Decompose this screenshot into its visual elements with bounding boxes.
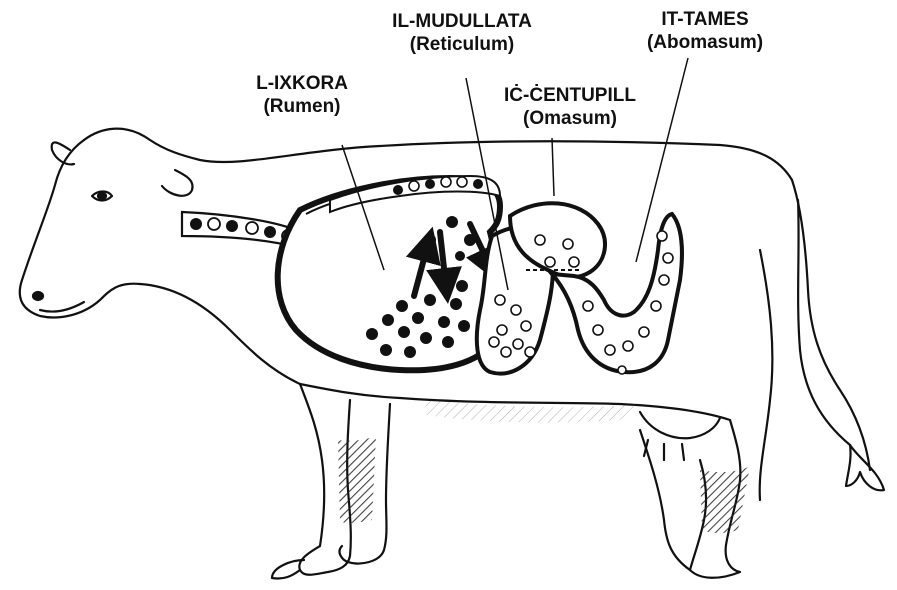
label-abomasum-latin: (Abomasum) xyxy=(647,31,763,54)
label-abomasum-name: IT-TAMES xyxy=(647,8,763,31)
label-omasum: IĊ-ĊENTUPILL (Omasum) xyxy=(504,84,636,130)
label-abomasum: IT-TAMES (Abomasum) xyxy=(647,8,763,54)
label-reticulum-latin: (Reticulum) xyxy=(392,33,532,56)
label-rumen-name: L-IXKORA xyxy=(256,72,348,95)
label-rumen: L-IXKORA (Rumen) xyxy=(256,72,348,118)
label-reticulum-name: IL-MUDULLATA xyxy=(392,10,532,33)
label-rumen-latin: (Rumen) xyxy=(256,95,348,118)
label-omasum-latin: (Omasum) xyxy=(504,107,636,130)
label-omasum-name: IĊ-ĊENTUPILL xyxy=(504,84,636,107)
rumen-chamber xyxy=(278,176,501,370)
label-reticulum: IL-MUDULLATA (Reticulum) xyxy=(392,10,532,56)
leg-shading xyxy=(338,400,750,533)
